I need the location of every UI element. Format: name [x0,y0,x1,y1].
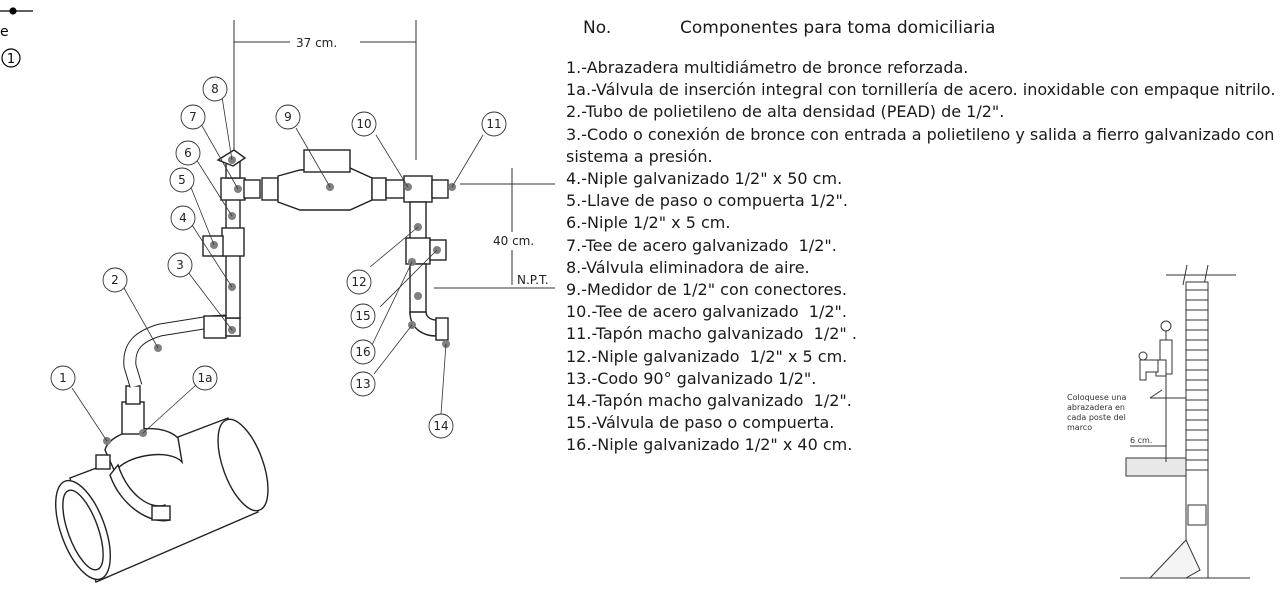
saddle-clamp [95,385,184,522]
list-item: 5.-Llave de paso o compuerta 1/2". [566,191,848,211]
list-item: 10.-Tee de acero galvanizado 1/2". [566,302,847,322]
callout-1: 1 [59,371,67,385]
wall-detail [1120,264,1250,579]
corner-letter: e [0,24,9,40]
legend-no-header: No. [583,18,612,38]
ground-level-label: N.P.T. [517,273,549,287]
list-item: 15.-Válvula de paso o compuerta. [566,413,835,433]
list-item: 9.-Medidor de 1/2" con conectores. [566,280,847,300]
list-item: 6.-Niple 1/2" x 5 cm. [566,213,731,233]
detail-note-1: Coloquese una [1067,393,1126,402]
detail-note-3: cada poste del [1067,413,1126,422]
corner-badge: e 1 [0,0,40,70]
components-list: 1.-Abrazadera multidiámetro de bronce re… [566,57,1276,457]
list-item: 7.-Tee de acero galvanizado 1/2". [566,235,837,255]
list-item: 1.-Abrazadera multidiámetro de bronce re… [566,58,969,77]
list-item: 11.-Tapón macho galvanizado 1/2" . [566,324,857,344]
callout-4: 4 [179,211,187,225]
list-item: 13.-Codo 90° galvanizado 1/2". [566,368,817,388]
callout-5: 5 [178,173,186,187]
callout-2: 2 [111,273,119,287]
callout-6: 6 [184,146,192,160]
legend-title: Componentes para toma domiciliaria [680,18,996,38]
list-item: 16.-Niple galvanizado 1/2" x 40 cm. [566,435,853,455]
callouts [50,76,507,439]
callout-16: 16 [355,345,370,359]
callout-13: 13 [355,377,370,391]
main-pipe [55,417,269,583]
list-item: 4.-Niple galvanizado 1/2" x 50 cm. [566,169,843,189]
callout-3: 3 [176,258,184,272]
callout-9: 9 [284,110,292,124]
callout-7: 7 [189,110,197,124]
height-dimension: 40 cm. [493,234,534,248]
callout-12: 12 [351,275,366,289]
leader-lines [71,96,484,442]
legend-header: No. Componentes para toma domiciliaria [566,18,1276,40]
callout-8: 8 [211,82,219,96]
callout-14: 14 [433,419,448,433]
detail-note-4: marco [1067,423,1092,432]
callout-1a: 1a [198,371,213,385]
tee-assembly [403,175,449,341]
corner-number: 1 [7,52,15,67]
callout-11: 11 [486,117,501,131]
detail-depth-dimension: 6 cm. [1130,436,1152,445]
water-meter [243,149,407,211]
list-item: 1a.-Válvula de inserción integral con to… [566,80,1276,100]
list-item: 14.-Tapón macho galvanizado 1/2". [566,391,852,411]
list-item: 3.-Codo o conexión de bronce con entrada… [566,124,1280,166]
components-legend: No. Componentes para toma domiciliaria 1… [566,18,1276,457]
width-dimension: 37 cm. [296,36,337,50]
callout-15: 15 [355,309,370,323]
list-item: 12.-Niple galvanizado 1/2" x 5 cm. [566,346,848,366]
callout-10: 10 [356,117,371,131]
list-item: 2.-Tubo de polietileno de alta densidad … [566,102,1005,122]
list-item: 8.-Válvula eliminadora de aire. [566,257,810,277]
detail-note-2: abrazadera en [1067,403,1125,412]
